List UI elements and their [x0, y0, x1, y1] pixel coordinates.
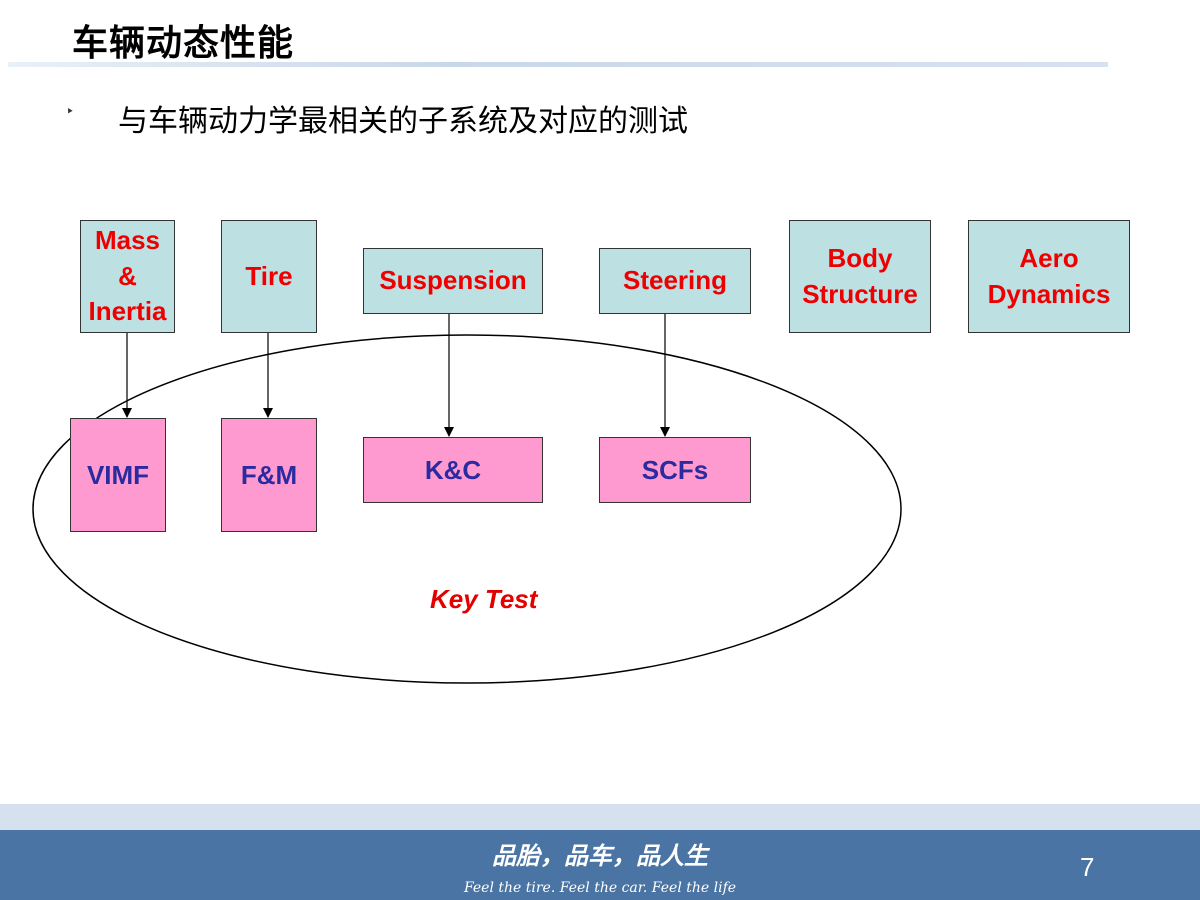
test-label: K&C [424, 454, 482, 485]
subsystem-label: Aero Dynamics [987, 242, 1111, 309]
subsystem-label: Mass & Inertia [88, 224, 167, 327]
subsystem-label: Body Structure [802, 242, 918, 309]
subsystem-box-aero-dynamics: Aero Dynamics [968, 220, 1130, 333]
footer-bar [0, 830, 1200, 900]
footer-accent-strip [0, 804, 1200, 830]
subsystem-label: Tire [245, 260, 293, 291]
subsystem-box-body-structure: Body Structure [789, 220, 931, 333]
subsystem-box-mass-inertia: Mass & Inertia [80, 220, 175, 333]
test-box-vimf: VIMF [70, 418, 166, 532]
subsystem-label: Suspension [379, 265, 527, 296]
test-label: VIMF [86, 459, 150, 490]
test-label: SCFs [641, 454, 709, 485]
footer-slogan: 品胎，品车，品人生 [492, 841, 708, 870]
test-label: F&M [240, 459, 298, 490]
key-test-label: Key Test [430, 584, 538, 614]
test-box-kc: K&C [363, 437, 543, 503]
subsystem-box-suspension: Suspension [363, 248, 543, 314]
footer-slogan-english: Feel the tire. Feel the car. Feel the li… [463, 880, 737, 896]
slide-title: 车辆动态性能 [72, 23, 295, 64]
page-number: 7 [1080, 852, 1095, 882]
subsystem-box-steering: Steering [599, 248, 751, 314]
bullet-arrow-icon: ‣ [66, 104, 75, 120]
bullet-text: 与车辆动力学最相关的子系统及对应的测试 [118, 104, 688, 139]
subsystem-label: Steering [622, 265, 728, 296]
title-underline [8, 62, 1108, 67]
test-box-fm: F&M [221, 418, 317, 532]
subsystem-box-tire: Tire [221, 220, 317, 333]
test-box-scfs: SCFs [599, 437, 751, 503]
